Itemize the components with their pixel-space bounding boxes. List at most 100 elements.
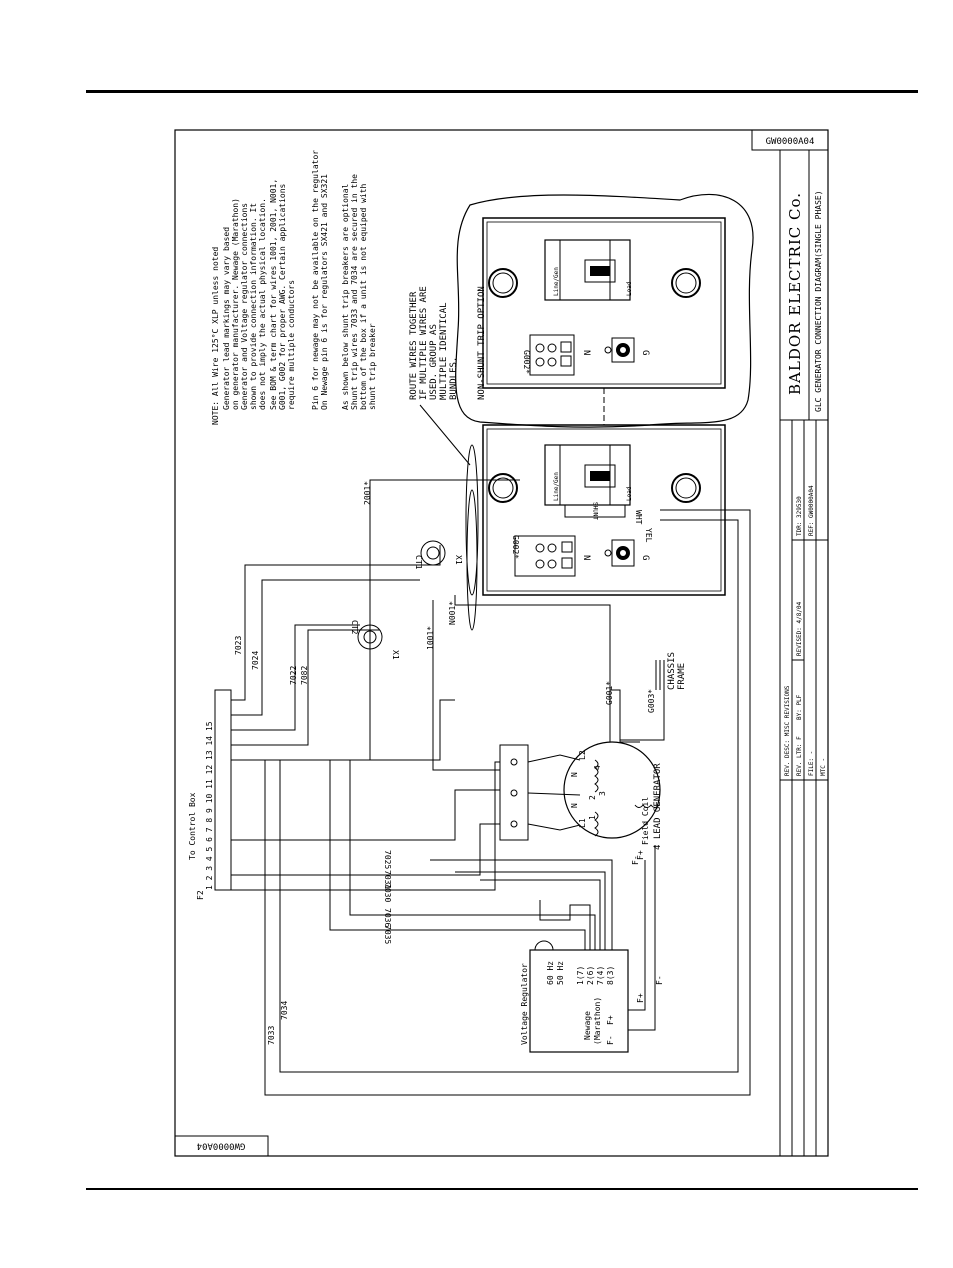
svg-text:IF MULTIPLE WIRES ARE: IF MULTIPLE WIRES ARE bbox=[419, 286, 429, 400]
svg-text:2001*: 2001* bbox=[363, 481, 372, 505]
svg-text:8(3): 8(3) bbox=[606, 966, 615, 985]
svg-text:MULTIPLE IDENTICAL: MULTIPLE IDENTICAL bbox=[439, 302, 449, 400]
svg-text:USED. GROUP AS: USED. GROUP AS bbox=[429, 324, 439, 400]
svg-text:BUNDLES.: BUNDLES. bbox=[449, 357, 459, 400]
svg-text:2: 2 bbox=[588, 795, 597, 800]
svg-text:G003*: G003* bbox=[647, 689, 656, 713]
svg-text:7033: 7033 bbox=[267, 1026, 276, 1045]
svg-text:CT1: CT1 bbox=[414, 555, 423, 570]
note-line: NOTE: All Wire 125°C XLP unless noted bbox=[211, 247, 220, 425]
file-name: FILE: - bbox=[808, 751, 815, 776]
svg-text:G: G bbox=[640, 350, 650, 355]
generator: Field Coil 4 LEAD GENERATOR L1 1 2 3 4 L… bbox=[563, 741, 663, 865]
title-block: BALDOR ELECTRIC Co. GLC GENERATOR CONNEC… bbox=[779, 149, 829, 1157]
svg-text:7030: 7030 bbox=[383, 883, 392, 902]
ref-number: REF: GW0000A04 bbox=[808, 485, 815, 536]
svg-text:7022: 7022 bbox=[289, 666, 298, 685]
wire-labels: 7023 7024 7022 7082 7025 7031 7030 7036 … bbox=[234, 481, 664, 1045]
svg-text:2(6): 2(6) bbox=[586, 966, 595, 985]
page-header-rule bbox=[86, 90, 918, 93]
svg-text:7(4): 7(4) bbox=[596, 966, 605, 985]
note-line: Generator and Voltage regulator connecti… bbox=[240, 203, 249, 410]
svg-text:Load: Load bbox=[626, 486, 633, 501]
wire-bundle-ellipse bbox=[465, 444, 479, 596]
note-line: See BOM & term chart for wires 1001, 200… bbox=[269, 179, 278, 410]
wire-7023 bbox=[231, 545, 441, 701]
svg-text:F+: F+ bbox=[606, 1015, 615, 1025]
svg-text:ROUTE WIRES TOGETHER: ROUTE WIRES TOGETHER bbox=[409, 291, 419, 400]
company-name: BALDOR ELECTRIC Co. bbox=[786, 192, 804, 395]
tdr-number: TDR: 329530 bbox=[796, 496, 803, 536]
non-shunt-label: NON-SHUNT TRIP OPTION bbox=[477, 286, 487, 400]
svg-text:7024: 7024 bbox=[251, 651, 260, 670]
note-line: Pin 6 for newage may not be available on… bbox=[311, 150, 320, 410]
svg-text:YEL: YEL bbox=[644, 528, 653, 543]
notes-block: NOTE: All Wire 125°C XLP unless noted Ge… bbox=[211, 150, 377, 425]
svg-text:CHASSIS: CHASSIS bbox=[667, 652, 677, 690]
control-box-title: To Control Box bbox=[188, 792, 197, 860]
svg-text:N: N bbox=[581, 350, 591, 355]
svg-text:50 Hz: 50 Hz bbox=[556, 961, 565, 985]
drawing-number-bottom: GW0000A04 bbox=[197, 1141, 246, 1151]
page-footer-rule bbox=[86, 1188, 918, 1190]
svg-text:N001*: N001* bbox=[448, 601, 457, 625]
note-line: bottom of the box if a unit is not equip… bbox=[359, 183, 368, 410]
svg-text:Voltage Regulator: Voltage Regulator bbox=[520, 963, 529, 1045]
svg-text:7035: 7035 bbox=[383, 925, 392, 944]
svg-text:L2: L2 bbox=[578, 750, 587, 760]
svg-text:L1: L1 bbox=[578, 818, 587, 828]
svg-text:F+: F+ bbox=[636, 850, 645, 860]
svg-text:Load: Load bbox=[626, 281, 633, 296]
svg-text:7082: 7082 bbox=[300, 666, 309, 685]
note-line: shunt trip breaker bbox=[368, 323, 377, 410]
wire-bundle-ellipse bbox=[466, 489, 478, 631]
svg-text:(Marathon): (Marathon) bbox=[593, 997, 602, 1045]
note-line: G001, G002 for proper AWG. Certain appli… bbox=[278, 183, 287, 410]
drawing-number-top: GW0000A04 bbox=[766, 137, 815, 147]
svg-text:FRAME: FRAME bbox=[677, 663, 687, 690]
breaker-panel-shunt: Line/Gen Load SHUNT G002* N G WHT YEL bbox=[482, 424, 726, 596]
note-line: Shunt trip wires 7033 and 7034 are secur… bbox=[350, 174, 359, 410]
svg-text:3: 3 bbox=[598, 791, 607, 796]
svg-text:7031: 7031 bbox=[383, 870, 392, 889]
svg-text:60 Hz: 60 Hz bbox=[546, 961, 555, 985]
note-line: does not imply the actual physical locat… bbox=[258, 198, 267, 410]
svg-text:WHT: WHT bbox=[634, 510, 643, 525]
svg-text:G: G bbox=[640, 555, 650, 560]
svg-text:1: 1 bbox=[588, 815, 597, 820]
chassis-ground: CHASSIS FRAME bbox=[655, 652, 687, 690]
svg-text:7023: 7023 bbox=[234, 636, 243, 655]
note-line: require multiple conductors bbox=[287, 280, 296, 410]
generator-label: 4 LEAD GENERATOR bbox=[653, 763, 663, 850]
wiring bbox=[231, 479, 751, 1096]
svg-text:Newage: Newage bbox=[583, 1011, 592, 1040]
diagram-title: GLC GENERATOR CONNECTION DIAGRAM(SINGLE … bbox=[814, 190, 823, 412]
svg-text:F-: F- bbox=[655, 975, 664, 985]
drawing-number-box-bottom bbox=[174, 1135, 269, 1157]
svg-text:7036: 7036 bbox=[383, 908, 392, 927]
svg-text:F-: F- bbox=[606, 1035, 615, 1045]
current-transformers: CT1 X1 CT2 X1 bbox=[350, 540, 463, 660]
svg-text:F+: F+ bbox=[636, 993, 645, 1003]
rev-ltr: REV. LTR: F bbox=[796, 736, 803, 776]
voltage-regulator: Voltage Regulator Newage (Marathon) 60 H… bbox=[520, 940, 629, 1053]
mtc: MTC - bbox=[820, 758, 827, 776]
breaker-panel-non-shunt: Line/Gen Load G002* N G bbox=[482, 217, 726, 389]
svg-text:Line/Gen: Line/Gen bbox=[553, 267, 560, 296]
field-coil-label: Field Coil bbox=[641, 797, 650, 845]
shunt-label: SHUNT bbox=[592, 502, 599, 520]
note-line: As shown below shunt trip breakers are o… bbox=[341, 183, 350, 410]
note-line: Generator lead markings may vary based bbox=[222, 227, 231, 410]
svg-text:N: N bbox=[570, 803, 579, 808]
svg-text:F-: F- bbox=[631, 855, 640, 865]
svg-text:1(7): 1(7) bbox=[576, 966, 585, 985]
rev-by: BY: PLF bbox=[796, 694, 803, 720]
terminal-block bbox=[499, 744, 529, 841]
rev-desc: REV. DESC: MISC REVISIONS bbox=[784, 685, 791, 776]
revised-date: REVISED: 4/8/04 bbox=[796, 601, 803, 656]
terminal-label: F2 bbox=[196, 890, 205, 900]
svg-text:7025: 7025 bbox=[383, 850, 392, 869]
svg-text:Line/Gen: Line/Gen bbox=[553, 472, 560, 501]
svg-text:N: N bbox=[581, 555, 591, 560]
